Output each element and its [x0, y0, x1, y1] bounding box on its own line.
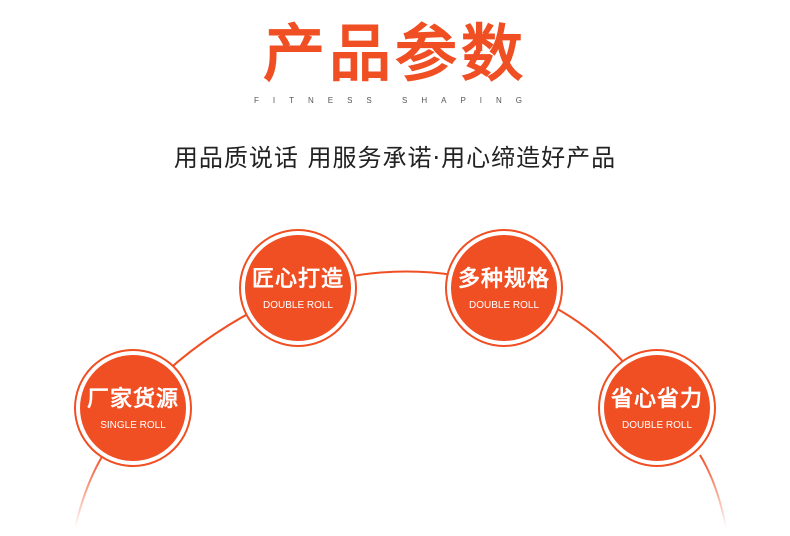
feature-subtitle: SINGLE ROLL [100, 419, 166, 431]
page-title: 产品参数 [262, 17, 527, 90]
feature-subtitle: DOUBLE ROLL [262, 299, 334, 311]
english-subtitle: FITNESS SHAPING [253, 96, 536, 105]
feature-effortless: 省心省力 DOUBLE ROLL [604, 355, 710, 461]
feature-title: 匠心打造 [251, 266, 344, 292]
feature-title: 多种规格 [457, 266, 550, 292]
slogan: 用品质说话 用服务承诺·用心缔造好产品 [173, 144, 617, 172]
feature-title: 厂家货源 [86, 386, 179, 412]
feature-craftsmanship: 匠心打造 DOUBLE ROLL [245, 235, 351, 341]
feature-title: 省心省力 [610, 386, 703, 412]
feature-specifications: 多种规格 DOUBLE ROLL [451, 235, 557, 341]
feature-subtitle: DOUBLE ROLL [468, 299, 540, 311]
feature-factory-source: 厂家货源 SINGLE ROLL [80, 355, 186, 461]
feature-subtitle: DOUBLE ROLL [621, 419, 693, 431]
